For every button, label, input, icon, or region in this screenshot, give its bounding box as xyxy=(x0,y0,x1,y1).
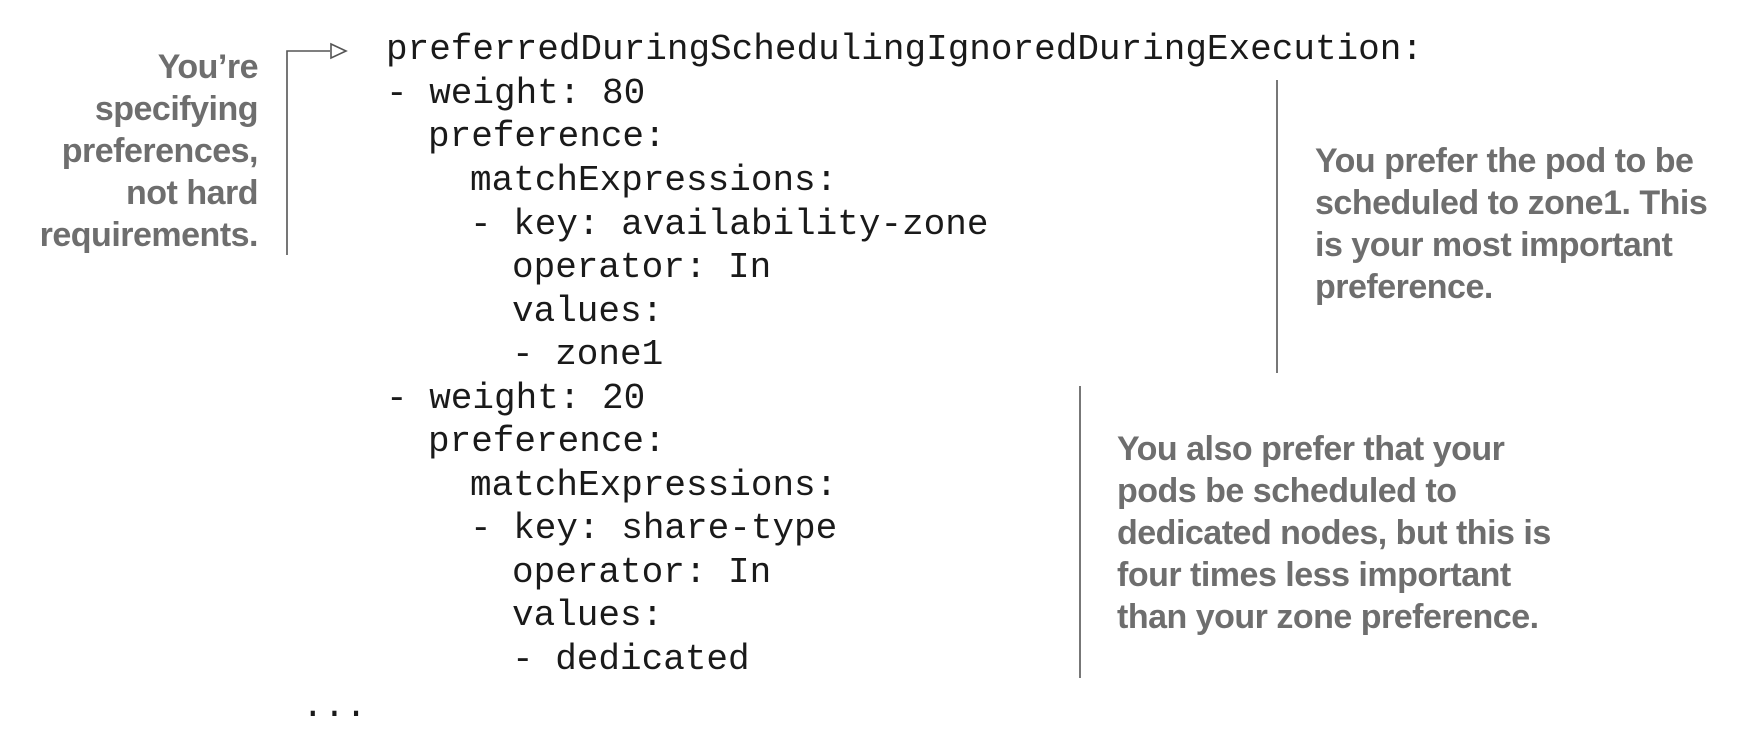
code-line: - weight: 80 xyxy=(386,73,646,114)
annotation-line: pods be scheduled to xyxy=(1117,472,1457,510)
code-line-ellipsis: ... xyxy=(302,686,367,727)
code-line: - key: share-type xyxy=(470,508,838,549)
code-line: matchExpressions: xyxy=(470,465,838,506)
code-line: operator: In xyxy=(512,247,772,288)
code-line: - dedicated xyxy=(512,639,750,680)
annotation-line: requirements. xyxy=(39,216,259,254)
annotation-line: preferences, xyxy=(61,132,259,170)
annotation-zone-preference: You prefer the pod to be scheduled to zo… xyxy=(1315,140,1735,308)
annotation-line: than your zone preference. xyxy=(1117,598,1539,636)
annotation-preferences: You’re specifying preferences, not hard … xyxy=(20,46,259,256)
annotation-line: specifying xyxy=(94,90,259,128)
code-line: preferredDuringSchedulingIgnoredDuringEx… xyxy=(386,29,1423,70)
annotation-line: is your most important xyxy=(1315,226,1673,264)
annotation-line: four times less important xyxy=(1117,556,1511,594)
left-annotation-connector xyxy=(286,50,330,255)
code-line: preference: xyxy=(428,116,666,157)
arrowhead-icon xyxy=(330,42,348,60)
code-line: - weight: 20 xyxy=(386,378,646,419)
code-line: values: xyxy=(512,595,664,636)
annotation-line: scheduled to zone1. This xyxy=(1315,184,1708,222)
code-line: values: xyxy=(512,291,664,332)
code-line: matchExpressions: xyxy=(470,160,838,201)
code-line: - zone1 xyxy=(512,334,664,375)
annotation-dedicated-preference: You also prefer that your pods be schedu… xyxy=(1117,428,1587,638)
annotation-line: preference. xyxy=(1315,268,1493,306)
code-line: preference: xyxy=(428,421,666,462)
annotation-line: You’re xyxy=(157,48,259,86)
annotation-line: You also prefer that your xyxy=(1117,430,1505,468)
annotation-line: not hard xyxy=(126,174,258,212)
annotation-line: You prefer the pod to be xyxy=(1315,142,1694,180)
code-line: - key: availability-zone xyxy=(470,204,989,245)
annotation-line: dedicated nodes, but this is xyxy=(1117,514,1551,552)
code-line: operator: In xyxy=(512,552,772,593)
